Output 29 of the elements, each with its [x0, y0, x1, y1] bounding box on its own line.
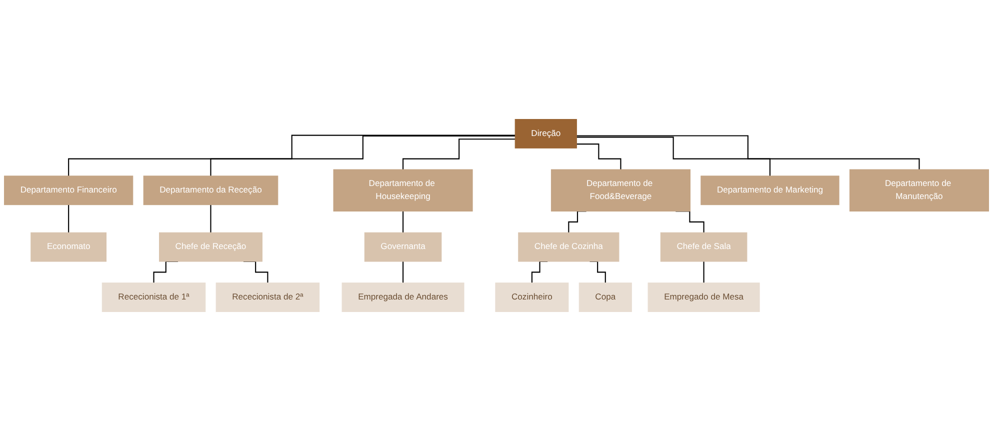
node-box: Chefe de Sala — [660, 232, 748, 262]
node-box: Departamento de Manutenção — [849, 169, 989, 212]
connector — [576, 136, 770, 176]
connector — [68, 134, 516, 176]
connector — [703, 260, 704, 284]
node-box: Empregado de Mesa — [648, 282, 760, 312]
node-box: Empregada de Andares — [342, 282, 464, 312]
node-box: Governanta — [364, 232, 442, 262]
node-box: Departamento de Food&Beverage — [550, 169, 690, 212]
node-box: Chefe de Cozinha — [518, 232, 620, 262]
connector — [210, 135, 516, 176]
connector — [402, 210, 404, 234]
connector — [210, 204, 212, 234]
node-box: Departamento de Marketing — [700, 176, 840, 206]
node-box: Rececionista de 2ª — [216, 282, 320, 312]
node-box: Copa — [578, 282, 632, 312]
connector — [576, 135, 920, 170]
node-box: Departamento de Housekeeping — [333, 169, 473, 212]
connector — [68, 204, 70, 234]
connector — [576, 144, 622, 170]
connector — [402, 260, 404, 284]
node-box: Rececionista de 1ª — [102, 282, 206, 312]
node-box: Economato — [30, 232, 107, 262]
node-box: Direção — [514, 119, 577, 148]
node-box: Departamento Financeiro — [4, 176, 134, 206]
node-box: Departamento da Receção — [143, 176, 278, 206]
connector — [402, 138, 516, 170]
node-box: Chefe de Receção — [159, 232, 262, 262]
node-box: Cozinheiro — [495, 282, 569, 312]
